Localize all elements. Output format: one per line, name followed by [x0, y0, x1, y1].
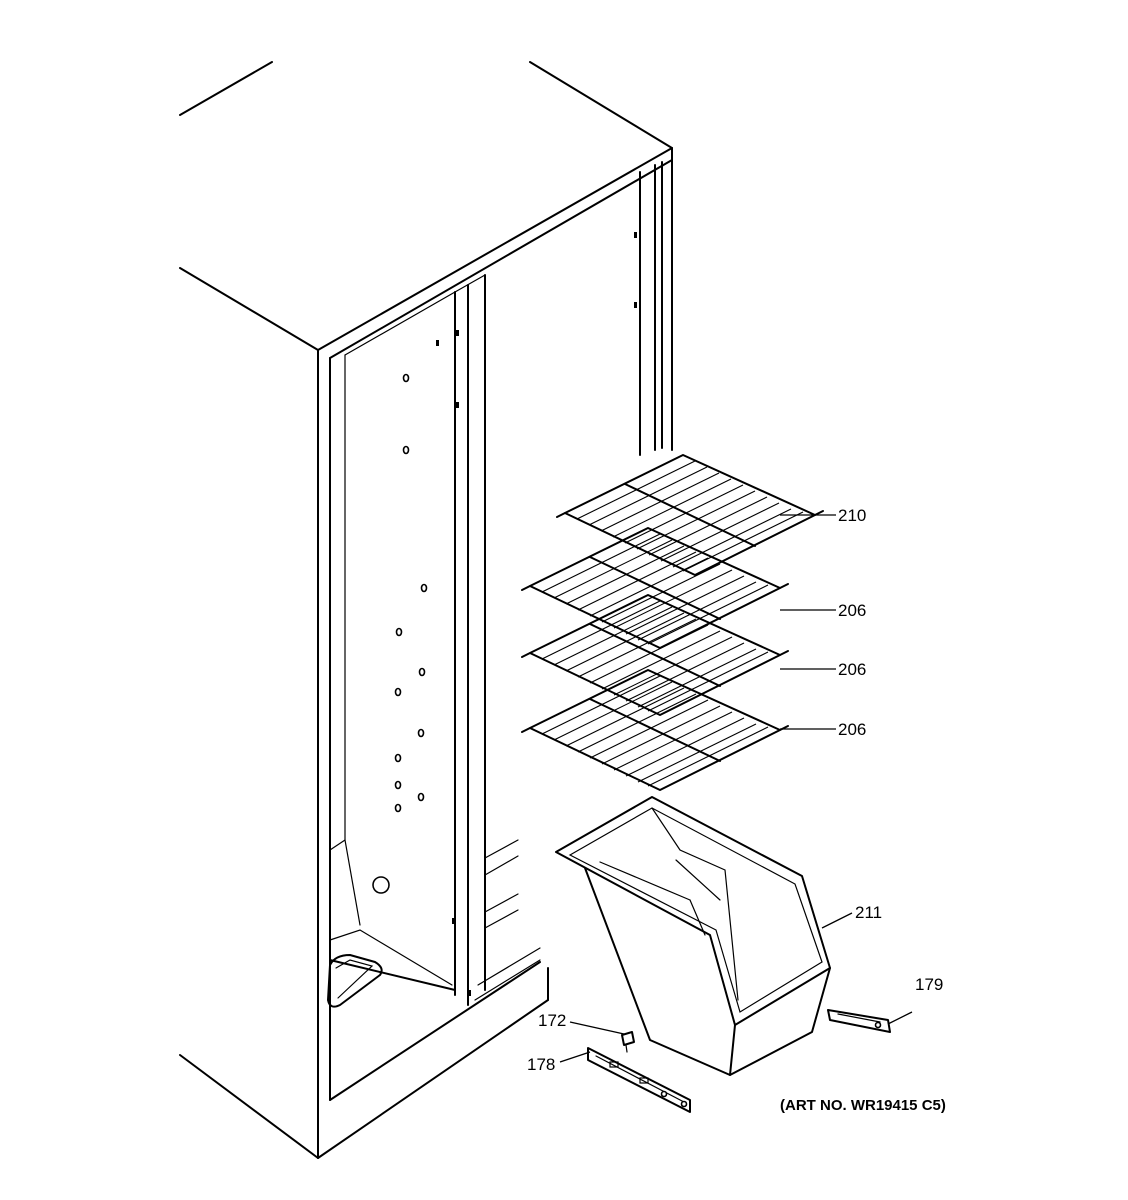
shelf-206-c: [521, 669, 789, 791]
screw-172: [621, 1031, 635, 1053]
callout-211: 211: [855, 903, 882, 922]
refrigerator-cabinet: [179, 61, 673, 1159]
cabinet-holes: [394, 232, 637, 996]
callout-178: 178: [527, 1055, 555, 1074]
ice-bucket: [555, 796, 831, 1076]
callout-206-b: 206: [838, 660, 866, 679]
shelf-206-b: [521, 594, 789, 716]
callout-172: 172: [538, 1011, 566, 1030]
callout-leaders: [559, 514, 913, 1063]
callout-179: 179: [915, 975, 943, 994]
shelf-206-a: [521, 527, 789, 649]
callout-210: 210: [838, 506, 866, 525]
slide-rail-178: [587, 1047, 691, 1113]
art-number: (ART NO. WR19415 C5): [780, 1097, 946, 1114]
callout-206-c: 206: [838, 720, 866, 739]
slide-rail-179: [827, 1009, 891, 1033]
callout-206-a: 206: [838, 601, 866, 620]
